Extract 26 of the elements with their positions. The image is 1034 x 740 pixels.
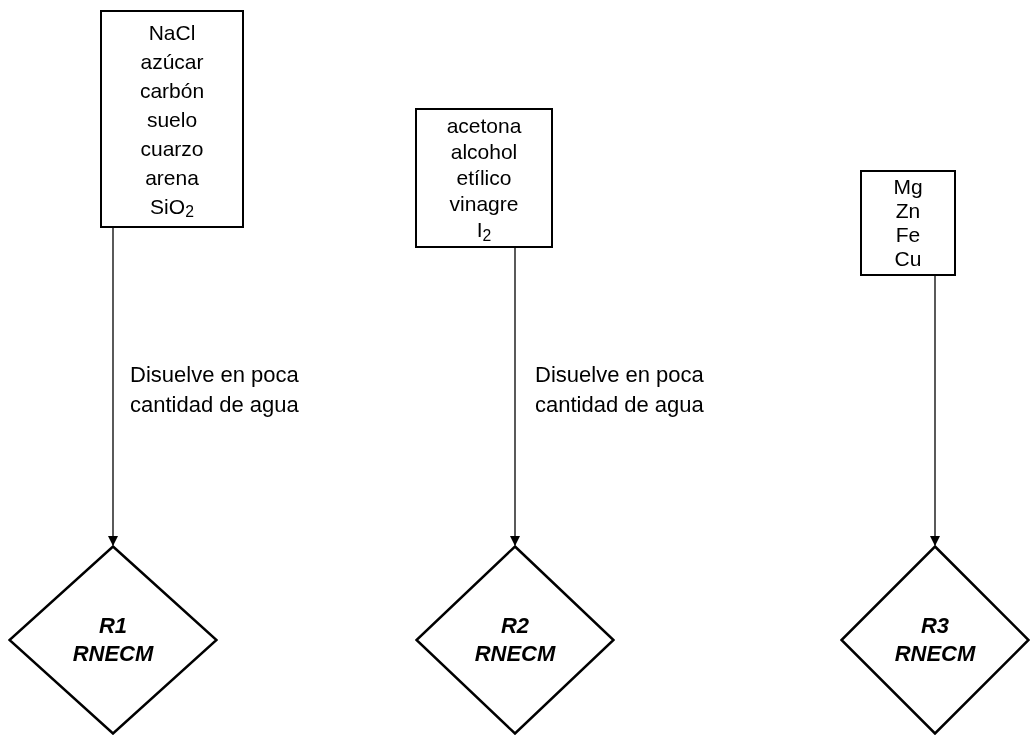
list-item: acetona xyxy=(445,113,523,139)
arrow xyxy=(108,227,118,546)
process-box xyxy=(415,108,553,248)
arrow xyxy=(510,247,520,546)
list-item: cuarzo xyxy=(139,135,205,162)
diamond-label: R3 RNECM xyxy=(893,612,977,668)
decision-diamond xyxy=(840,545,1030,735)
diamond-label: R1 RNECM xyxy=(71,612,155,668)
list-item: Fe xyxy=(894,223,922,247)
list-item: I$_{2}$ xyxy=(475,217,493,243)
diamond-label: R2 RNECM xyxy=(473,612,557,668)
list-item: Mg xyxy=(892,175,924,199)
list-item: NaCl xyxy=(147,19,197,46)
list-item: Cu xyxy=(893,247,923,271)
list-item: azúcar xyxy=(139,48,205,75)
process-box xyxy=(100,10,244,228)
list-item: vinagre xyxy=(448,191,520,217)
process-box xyxy=(860,170,956,276)
arrow xyxy=(930,275,940,546)
list-item: arena xyxy=(144,164,200,191)
list-item: SiO$_{2}$ xyxy=(149,193,195,221)
list-item: carbón xyxy=(138,77,206,104)
list-item: suelo xyxy=(145,106,199,133)
list-item: Zn xyxy=(894,199,922,223)
decision-diamond xyxy=(415,545,615,735)
decision-diamond xyxy=(8,545,218,735)
